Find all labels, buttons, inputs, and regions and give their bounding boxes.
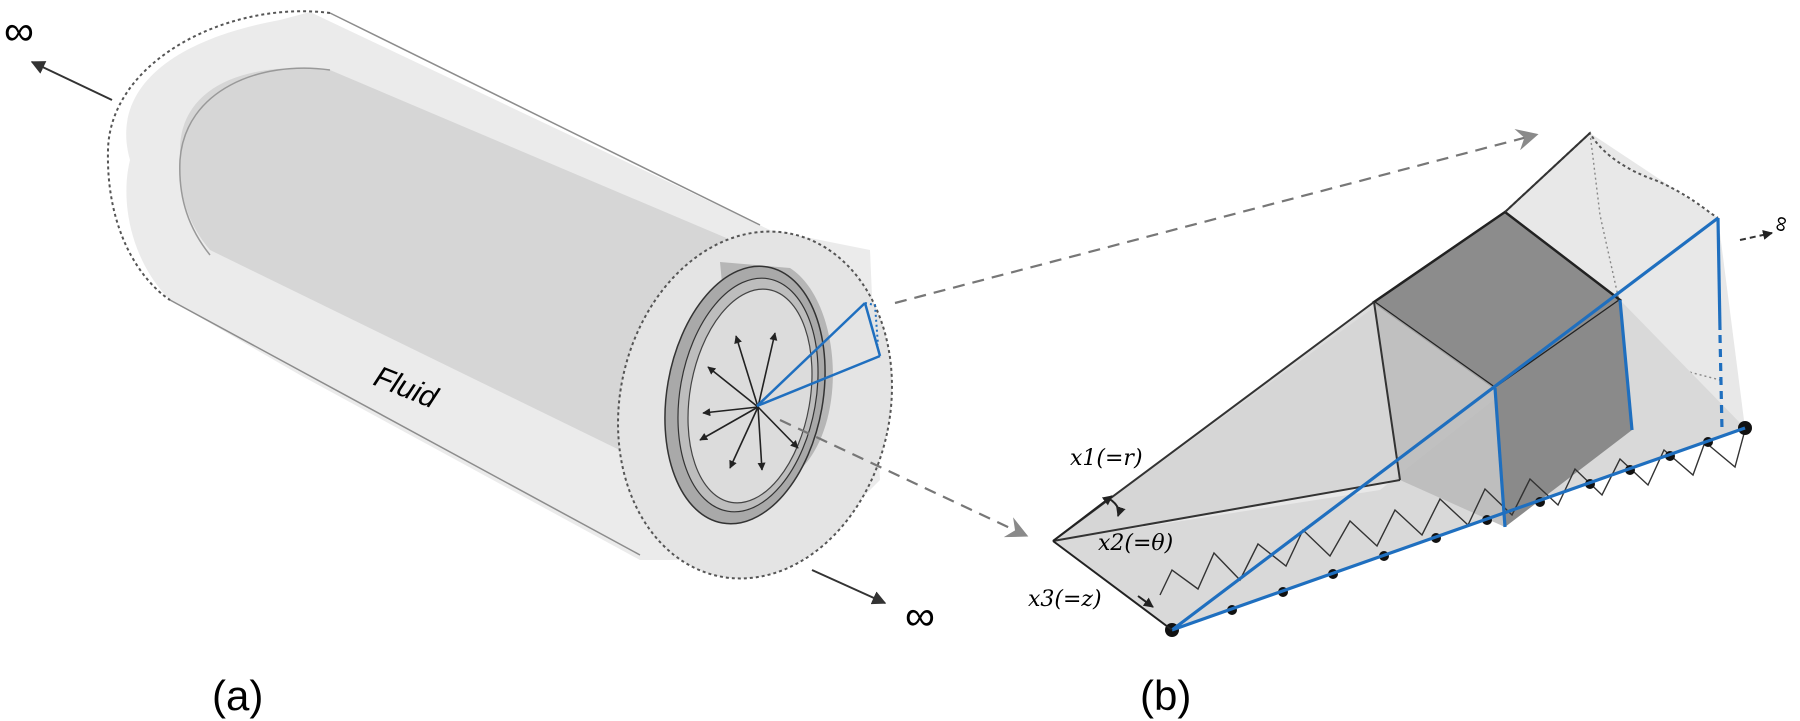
solid-end-face	[687, 288, 813, 504]
cube-side-face	[1495, 300, 1632, 527]
far-boundary	[1504, 131, 1719, 219]
connector-arrows	[779, 129, 1539, 538]
cube-front-face	[1374, 302, 1505, 527]
right-infinity-arrow	[811, 569, 887, 605]
infinity-top-left: ∞	[4, 7, 34, 54]
axis-label-x2: x2(=θ)	[1098, 531, 1173, 556]
axis-label-x3: x3(=z)	[1028, 587, 1102, 612]
panel-b: ∞ x1(=r) x2(=θ) x3(=z) (b)	[1028, 131, 1794, 719]
fluid-cylinder-outline	[169, 12, 761, 556]
wedge-inner-face	[1053, 302, 1400, 541]
infinity-bottom-right: ∞	[905, 592, 935, 639]
truss-zigzag	[1159, 429, 1746, 596]
fluid-cylinder-left-end	[106, 10, 331, 301]
caption-b: (b)	[1140, 672, 1191, 719]
radial-arrows	[699, 332, 799, 471]
axis-label-x1: x1(=r)	[1070, 446, 1143, 471]
axis-triad	[1052, 495, 1173, 631]
left-infinity-arrow	[30, 61, 113, 101]
panel-a: ∞ ∞ Fluid (a)	[4, 7, 935, 719]
wedge-blue-dashed-end	[1718, 334, 1724, 431]
wedge-selection	[756, 302, 882, 408]
right-infinity-arrow-b	[1739, 230, 1773, 241]
wedge-selection-dotted-end	[864, 302, 879, 346]
inner-cylinder-outline	[179, 67, 331, 256]
wedge-blue-outline	[1171, 216, 1746, 632]
infinity-right-b: ∞	[1766, 214, 1793, 234]
caption-a: (a)	[212, 672, 263, 719]
